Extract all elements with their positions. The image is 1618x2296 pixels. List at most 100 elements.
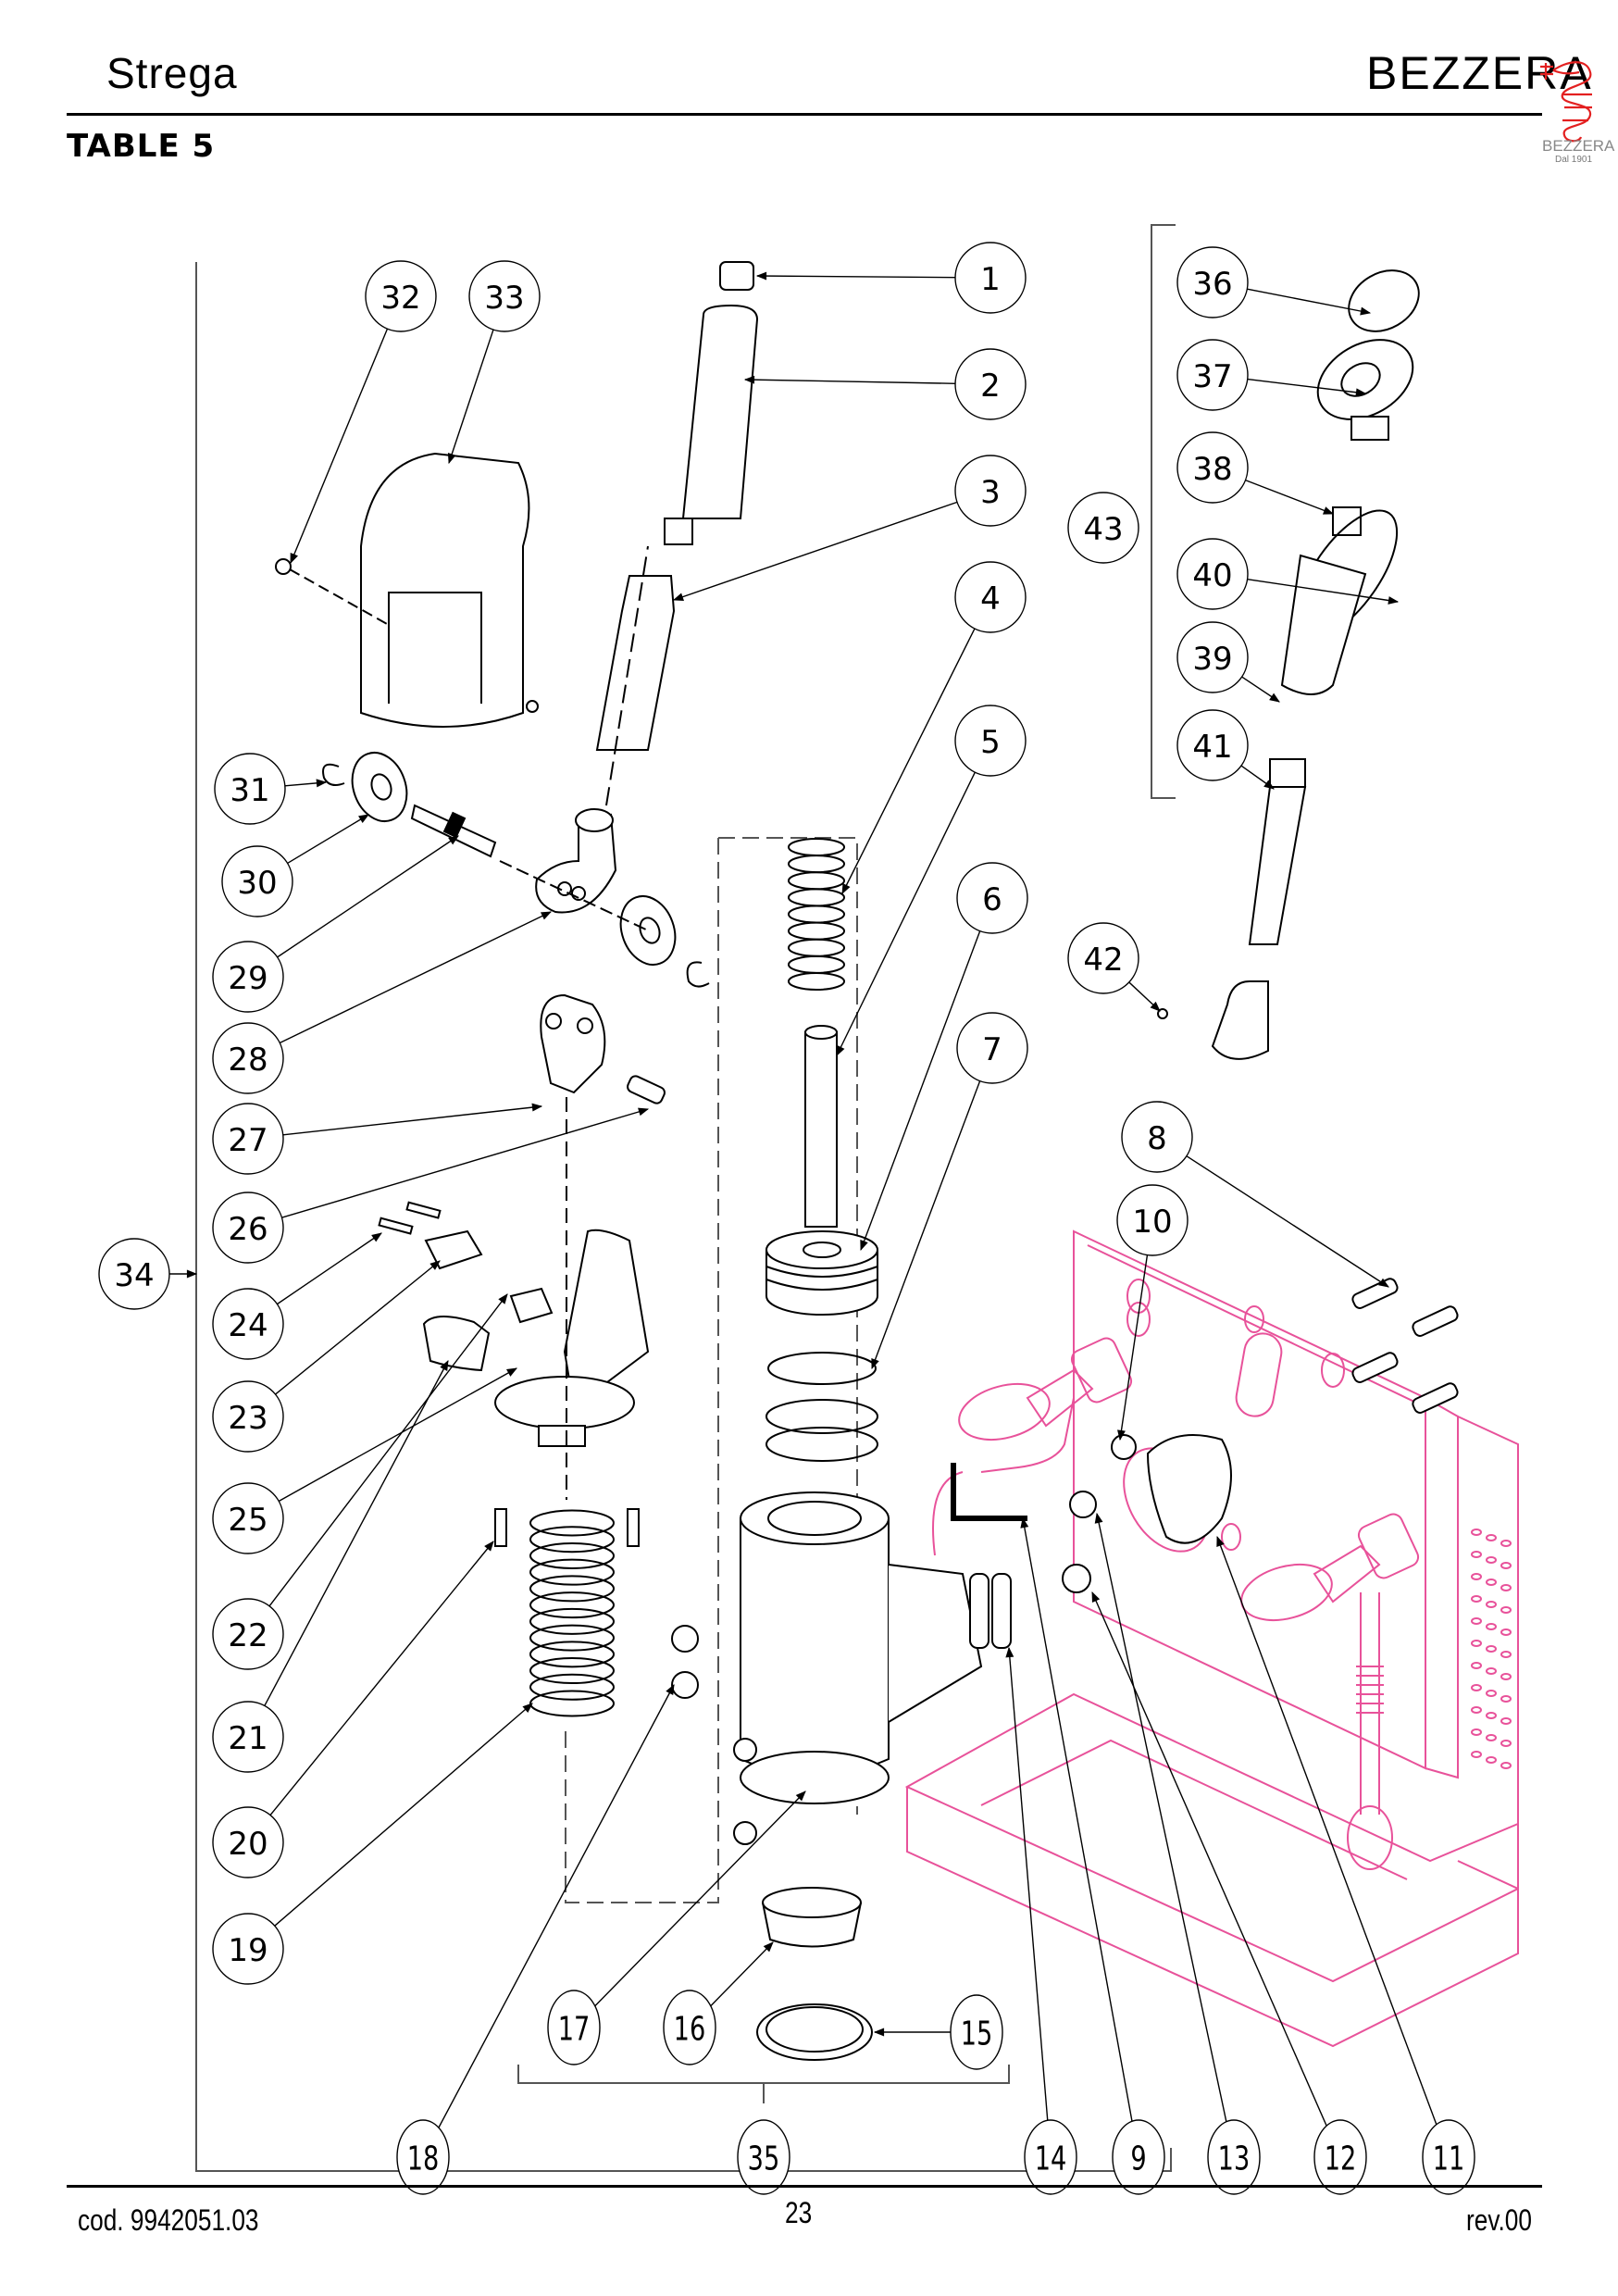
spring-coil	[529, 1690, 615, 1717]
part-shower-screen	[762, 1887, 862, 1918]
callout-number: 20	[228, 1826, 268, 1863]
callout-3: 3	[954, 455, 1027, 527]
callout-15: 15	[950, 1994, 1003, 2070]
callout-31: 31	[214, 753, 286, 825]
leader-line-22	[268, 1293, 508, 1607]
callout-bubble	[956, 1012, 1028, 1084]
callout-bubble	[956, 862, 1028, 934]
callout-number: 2	[980, 368, 1001, 405]
vent-hole	[1500, 1695, 1512, 1703]
part-heating-element	[969, 1573, 989, 1649]
leader-line-6	[860, 930, 981, 1252]
callout-number: 38	[1192, 451, 1232, 488]
callout-6: 6	[956, 862, 1028, 934]
callout-bubble	[365, 260, 437, 332]
callout-number: 3	[980, 474, 1001, 511]
table-label: TABLE 5	[67, 128, 216, 165]
leader-line-29	[277, 835, 459, 958]
part-handle-grip	[1280, 554, 1367, 695]
spring-coil	[788, 955, 845, 974]
callout-4: 4	[954, 561, 1027, 633]
callout-bubble	[212, 1913, 284, 1985]
callout-bubble	[98, 1238, 170, 1310]
callout-number: 26	[228, 1211, 268, 1248]
callout-bubble	[212, 1380, 284, 1453]
callout-20: 20	[212, 1806, 284, 1878]
part-screws	[378, 1217, 414, 1235]
leader-line-14	[1005, 1646, 1049, 2121]
callout-25: 25	[212, 1482, 284, 1554]
vent-hole	[1500, 1584, 1512, 1591]
callout-bubble	[954, 455, 1027, 527]
brand-wordmark: BEZZERA	[1366, 47, 1593, 99]
callout-number: 16	[674, 2011, 706, 2048]
callout-bubble	[954, 705, 1027, 777]
spring-coil	[788, 871, 845, 891]
vent-hole	[1471, 1595, 1482, 1603]
part-fixing-screws	[1351, 1278, 1459, 1414]
callout-bubbles: 1234567891011121314151617181920212223242…	[98, 242, 1475, 2195]
callout-bubble	[221, 845, 293, 917]
vent-hole	[1471, 1728, 1482, 1736]
leader-line-39	[1241, 676, 1280, 703]
callout-30: 30	[221, 845, 293, 917]
spring-coil	[788, 888, 845, 907]
callout-1: 1	[954, 242, 1027, 314]
callout-number: 1	[980, 261, 1001, 298]
leader-line-12	[1091, 1591, 1327, 2127]
screw	[1412, 1305, 1459, 1337]
leader-line-7	[871, 1080, 981, 1370]
leader-line-38	[1245, 479, 1335, 515]
leader-line-8	[1186, 1155, 1389, 1288]
callout-42: 42	[1067, 922, 1139, 994]
callout-number: 11	[1433, 2140, 1465, 2177]
callout-number: 42	[1083, 942, 1123, 979]
callout-43: 43	[1067, 492, 1139, 564]
vent-hole	[1500, 1673, 1512, 1680]
part-rod	[595, 575, 676, 751]
callout-35: 35	[737, 2119, 790, 2195]
part-knob	[422, 1316, 491, 1372]
part-fork	[540, 993, 606, 1094]
callout-bubble	[1067, 492, 1139, 564]
vent-hole	[1471, 1640, 1482, 1647]
callout-number: 30	[237, 865, 277, 902]
callout-bubble	[954, 348, 1027, 420]
callout-number: 35	[748, 2140, 780, 2177]
callout-number: 9	[1130, 2140, 1146, 2177]
part-filter-ring	[756, 2003, 873, 2061]
vent-hole	[1500, 1762, 1512, 1769]
callout-bubble	[1313, 2119, 1367, 2195]
callout-number: 34	[114, 1257, 154, 1294]
leader-line-2	[743, 375, 956, 384]
leader-line-3	[672, 501, 958, 601]
callout-34: 34	[98, 1238, 170, 1310]
spring-coil	[788, 921, 845, 941]
leader-line-37	[1247, 378, 1367, 397]
callout-8: 8	[1121, 1101, 1193, 1173]
part-gasket	[767, 1352, 877, 1385]
callout-number: 23	[228, 1400, 268, 1437]
leader-line-21	[264, 1360, 449, 1706]
callout-21: 21	[212, 1701, 284, 1773]
vent-hole	[1486, 1534, 1497, 1541]
part-handle-tip	[664, 518, 693, 545]
callout-bubble	[212, 941, 284, 1013]
vent-hole	[1500, 1540, 1512, 1547]
part-cover	[360, 452, 530, 728]
callout-14: 14	[1024, 2119, 1077, 2195]
part-piston	[765, 1230, 878, 1316]
callout-number: 8	[1147, 1120, 1167, 1157]
header-divider	[67, 113, 1542, 116]
callout-number: 18	[407, 2140, 440, 2177]
callout-number: 14	[1035, 2140, 1067, 2177]
leader-line-13	[1094, 1512, 1227, 2122]
machine-frame-outline	[904, 1229, 1519, 2048]
callout-number: 6	[982, 881, 1002, 918]
leader-line-5	[836, 771, 976, 1057]
screw	[1351, 1278, 1399, 1309]
leader-line-17	[594, 1791, 806, 2007]
vent-hole	[1486, 1734, 1497, 1741]
vent-hole	[1486, 1712, 1497, 1719]
spring-coil	[529, 1575, 615, 1603]
